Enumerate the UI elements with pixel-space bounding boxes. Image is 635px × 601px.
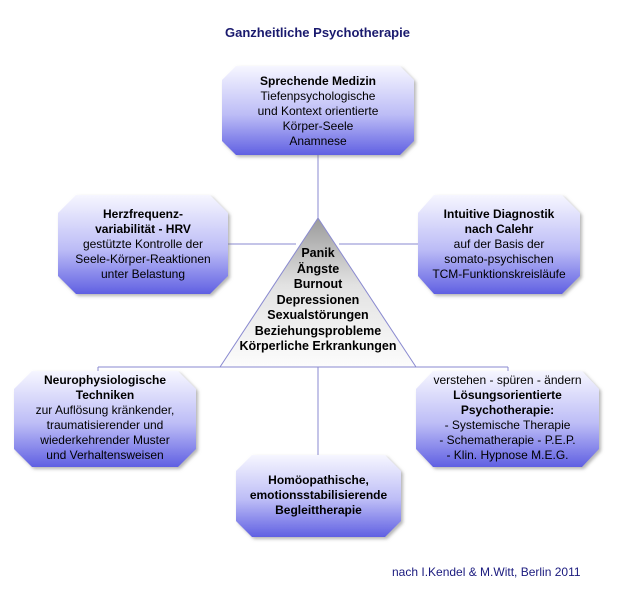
node-upper-left-line: Seele-Körper-Reaktionen — [75, 252, 211, 266]
center-line: Körperliche Erkrankungen — [239, 339, 397, 353]
node-lower-left-line: zur Auflösung kränkender, — [35, 403, 175, 417]
node-top-box — [222, 66, 414, 155]
node-lower-right-box — [416, 371, 599, 467]
node-lower-right-line: - Schematherapie - P.E.P. — [439, 433, 576, 447]
node-upper-left-line: gestützte Kontrolle der — [82, 237, 204, 251]
node-bottom-box — [236, 455, 401, 537]
diagram-title: Ganzheitliche Psychotherapie — [225, 25, 410, 40]
node-top-line: Körper-Seele — [282, 119, 354, 133]
center-line: Burnout — [293, 277, 343, 291]
node-lower-right-line: - Klin. Hypnose M.E.G. — [446, 448, 569, 462]
node-upper-right-line: somato-psychischen — [444, 252, 554, 266]
center-line: Beziehungsprobleme — [254, 323, 382, 338]
node-upper-right-text: Intuitive Diagnostik nach Calehr auf der… — [418, 207, 580, 282]
node-lower-right-text: verstehen - spüren - ändern Lösungsorien… — [416, 373, 599, 463]
node-lower-right-heading: Lösungsorientierte — [453, 388, 562, 402]
node-top-line: und Kontext orientierte — [257, 104, 379, 118]
node-upper-right-line: auf der Basis der — [453, 237, 545, 251]
center-line: Panik — [301, 246, 335, 260]
node-lower-right-heading: Psychotherapie: — [460, 403, 555, 417]
center-line: Depressionen — [276, 292, 360, 307]
node-upper-left-text: Herzfrequenz- variabilität - HRV gestütz… — [58, 207, 228, 282]
node-top-text: Sprechende Medizin Tiefenpsychologische … — [222, 74, 414, 149]
node-upper-right-heading: Intuitive Diagnostik — [443, 207, 555, 221]
node-lower-left-line: wiederkehrender Muster — [40, 433, 170, 447]
node-upper-left-heading: variabilität - HRV — [95, 222, 191, 236]
node-lower-left-text: Neurophysiologische Techniken zur Auflös… — [14, 373, 196, 463]
node-upper-right-heading: nach Calehr — [464, 222, 534, 236]
node-upper-right-line: TCM-Funktionskreisläufe — [432, 267, 566, 281]
node-top-line: Tiefenpsychologische — [260, 89, 376, 103]
node-top-heading: Sprechende Medizin — [259, 74, 377, 88]
node-upper-left-box — [58, 195, 228, 294]
node-lower-left-heading: Neurophysiologische — [43, 373, 167, 387]
node-bottom-heading: Begleittherapie — [275, 503, 362, 517]
center-text: Panik Ängste Burnout Depressionen Sexual… — [218, 246, 418, 355]
center-line: Sexualstörungen — [267, 308, 369, 322]
node-lower-left-line: traumatisierender und — [46, 418, 164, 432]
node-lower-left-box — [14, 371, 196, 467]
center-triangle — [219, 217, 417, 368]
node-lower-right-line: - Systemische Therapie — [444, 418, 571, 432]
node-upper-left-heading: Herzfrequenz- — [102, 207, 183, 221]
node-upper-right-box — [418, 195, 580, 294]
node-top-line: Anamnese — [289, 134, 347, 148]
node-bottom-text: Homöopathische, emotionsstabilisierende … — [236, 473, 401, 518]
node-lower-left-line: und Verhaltensweisen — [46, 448, 164, 462]
node-bottom-heading: emotionsstabilisierende — [249, 488, 388, 502]
credit-line: nach I.Kendel & M.Witt, Berlin 2011 — [392, 565, 581, 579]
node-lower-left-heading: Techniken — [75, 388, 135, 402]
node-upper-left-line: unter Belastung — [100, 267, 186, 281]
center-line: Ängste — [296, 261, 340, 276]
node-lower-right-intro: verstehen - spüren - ändern — [433, 373, 582, 387]
node-bottom-heading: Homöopathische, — [268, 473, 369, 487]
